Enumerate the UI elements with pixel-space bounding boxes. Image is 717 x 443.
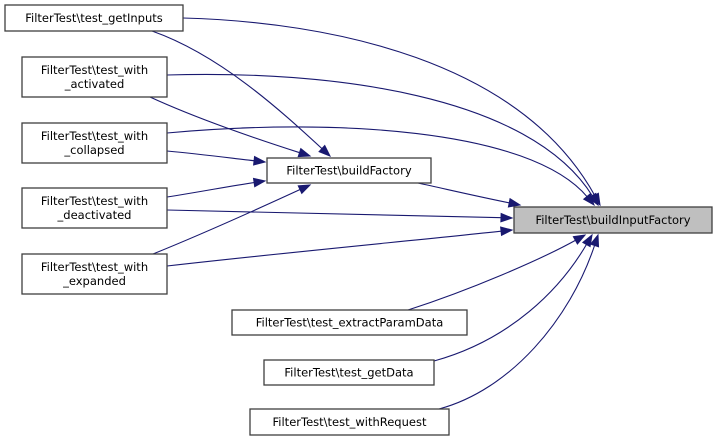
edge-line bbox=[151, 30, 324, 150]
arrowhead-icon bbox=[500, 226, 514, 237]
edge-expanded-to-buildFactory bbox=[152, 184, 312, 255]
edge-line bbox=[417, 182, 511, 204]
node-label: FilterTest\test_extractParamData bbox=[256, 316, 444, 330]
edge-collapsed-to-buildFactory bbox=[166, 150, 267, 166]
arrowhead-icon bbox=[318, 144, 332, 157]
node-label: FilterTest\test_getData bbox=[284, 366, 413, 380]
edge-line bbox=[166, 181, 256, 198]
arrowhead-icon bbox=[587, 192, 599, 207]
edge-line bbox=[407, 239, 577, 311]
node-collapsed[interactable]: FilterTest\test_with_collapsed bbox=[21, 122, 168, 164]
arrowhead-icon bbox=[500, 212, 514, 223]
node-getData[interactable]: FilterTest\test_getData bbox=[263, 359, 435, 386]
node-expanded[interactable]: FilterTest\test_with_expanded bbox=[21, 253, 168, 295]
edge-line bbox=[149, 96, 301, 154]
edge-line bbox=[166, 150, 256, 162]
node-label: _expanded bbox=[62, 274, 126, 288]
node-box[interactable] bbox=[231, 309, 468, 336]
edge-line bbox=[166, 73, 594, 197]
node-deactivated[interactable]: FilterTest\test_with_deactivated bbox=[21, 187, 168, 229]
edge-collapsed-to-buildInputFactory bbox=[166, 126, 595, 207]
edge-getData-to-buildInputFactory bbox=[433, 233, 593, 362]
node-box[interactable] bbox=[21, 56, 168, 98]
edge-getInputs-to-buildFactory bbox=[151, 30, 332, 157]
edge-line bbox=[166, 126, 589, 198]
arrowhead-icon bbox=[252, 177, 267, 188]
node-label: FilterTest\test_withRequest bbox=[273, 415, 427, 429]
node-label: FilterTest\test_with bbox=[41, 129, 148, 143]
nodes-layer: FilterTest\test_getInputsFilterTest\test… bbox=[4, 4, 713, 436]
node-label: FilterTest\test_with bbox=[41, 63, 148, 77]
edge-line bbox=[433, 243, 588, 362]
node-label: FilterTest\test_with bbox=[41, 260, 148, 274]
node-label: FilterTest\buildFactory bbox=[286, 164, 411, 178]
edge-line bbox=[166, 230, 503, 267]
node-extractParamData[interactable]: FilterTest\test_extractParamData bbox=[231, 309, 468, 336]
node-box[interactable] bbox=[249, 408, 450, 436]
edge-line bbox=[152, 188, 302, 255]
arrowhead-icon bbox=[589, 233, 600, 248]
arrowhead-icon bbox=[572, 234, 587, 245]
edge-line bbox=[166, 209, 503, 219]
edge-extractParamData-to-buildInputFactory bbox=[407, 234, 587, 311]
node-box[interactable] bbox=[21, 253, 168, 295]
arrowhead-icon bbox=[297, 147, 312, 158]
node-label: FilterTest\test_with bbox=[41, 194, 148, 208]
arrowhead-icon bbox=[581, 233, 593, 248]
node-label: _deactivated bbox=[57, 208, 132, 222]
edge-deactivated-to-buildFactory bbox=[166, 177, 267, 198]
node-box[interactable] bbox=[266, 157, 432, 184]
edge-line bbox=[438, 244, 596, 410]
node-box[interactable] bbox=[4, 4, 184, 32]
edge-buildFactory-to-buildInputFactory bbox=[417, 182, 522, 208]
node-label: FilterTest\buildInputFactory bbox=[535, 213, 690, 227]
node-withRequest[interactable]: FilterTest\test_withRequest bbox=[249, 408, 450, 436]
node-box[interactable] bbox=[513, 206, 713, 234]
node-label: _activated bbox=[64, 77, 125, 91]
edge-line bbox=[182, 17, 596, 197]
arrowhead-icon bbox=[297, 184, 312, 195]
edge-deactivated-to-buildInputFactory bbox=[166, 209, 514, 223]
node-buildFactory[interactable]: FilterTest\buildFactory bbox=[266, 157, 432, 184]
node-box[interactable] bbox=[263, 359, 435, 386]
node-buildInputFactory[interactable]: FilterTest\buildInputFactory bbox=[513, 206, 713, 234]
edge-activated-to-buildInputFactory bbox=[166, 73, 599, 207]
arrowhead-icon bbox=[507, 197, 522, 208]
node-label: _collapsed bbox=[63, 143, 124, 157]
node-getInputs[interactable]: FilterTest\test_getInputs bbox=[4, 4, 184, 32]
arrowhead-icon bbox=[582, 193, 595, 207]
edge-withRequest-to-buildInputFactory bbox=[438, 233, 600, 410]
node-activated[interactable]: FilterTest\test_with_activated bbox=[21, 56, 168, 98]
arrowhead-icon bbox=[253, 155, 267, 166]
node-box[interactable] bbox=[21, 122, 168, 164]
edge-expanded-to-buildInputFactory bbox=[166, 226, 514, 267]
node-box[interactable] bbox=[21, 187, 168, 229]
node-label: FilterTest\test_getInputs bbox=[25, 11, 163, 25]
